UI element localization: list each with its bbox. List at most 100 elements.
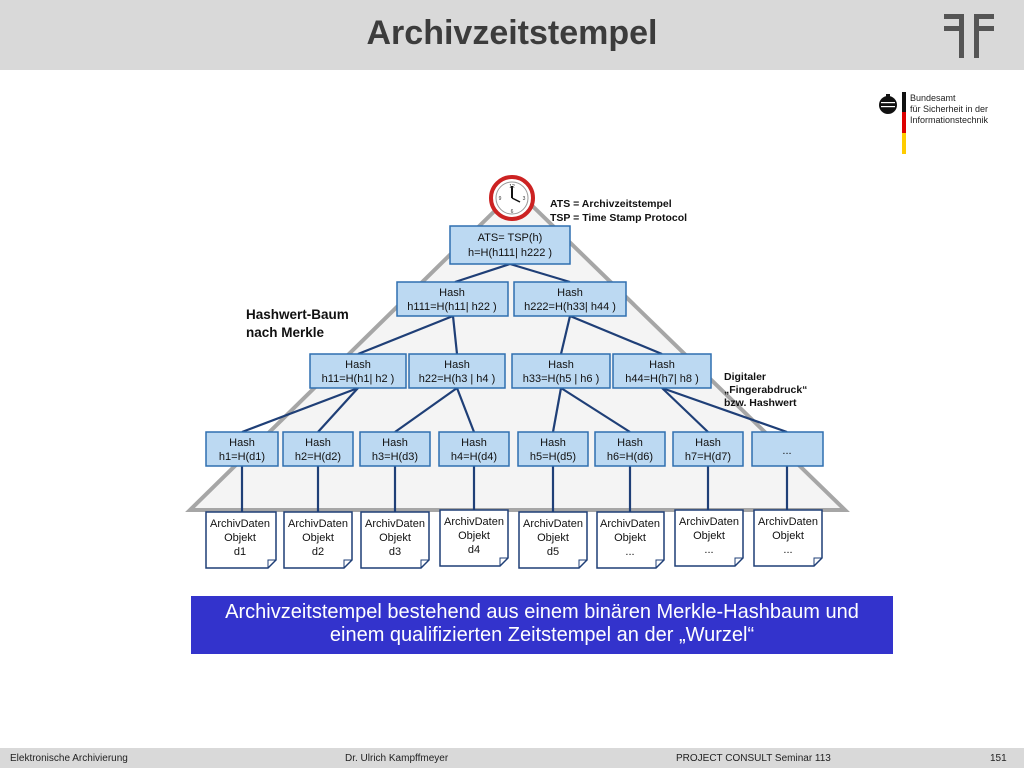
svg-text:d4: d4 (468, 544, 480, 556)
svg-text:Hash: Hash (461, 437, 487, 449)
svg-text:h2=H(d2): h2=H(d2) (295, 451, 341, 463)
svg-text:h22=H(h3 | h4 ): h22=H(h3 | h4 ) (419, 373, 496, 385)
hash-node: Hash h1=H(d1) (205, 431, 279, 467)
footer-left: Elektronische Archivierung (10, 753, 128, 764)
svg-text:ArchivDaten: ArchivDaten (444, 516, 504, 528)
footer-right: PROJECT CONSULT Seminar 113 (676, 753, 831, 764)
tsp-note: TSP = Time Stamp Protocol (550, 212, 687, 224)
svg-text:Objekt: Objekt (614, 532, 646, 544)
fingerprint-note-1: Digitaler (724, 371, 766, 383)
hash-node: Hash h33=H(h5 | h6 ) (511, 353, 611, 389)
svg-text:Hash: Hash (695, 437, 721, 449)
svg-text:d2: d2 (312, 546, 324, 558)
hash-node: Hash h6=H(d6) (594, 431, 666, 467)
bsi-line-2: für Sicherheit in der (910, 104, 989, 114)
hash-node: Hash h22=H(h3 | h4 ) (408, 353, 506, 389)
svg-text:ArchivDaten: ArchivDaten (210, 518, 270, 530)
svg-text:Hash: Hash (382, 437, 408, 449)
svg-text:ArchivDaten: ArchivDaten (758, 516, 818, 528)
document-object: ArchivDaten Objekt d3 (360, 511, 430, 569)
document-object: ArchivDaten Objekt d2 (283, 511, 353, 569)
svg-text:h11=H(h1| h2 ): h11=H(h1| h2 ) (322, 373, 395, 385)
svg-text:Hash: Hash (557, 287, 583, 299)
bsi-line-1: Bundesamt (910, 93, 956, 103)
caption-line-2: einem qualifizierten Zeitstempel an der … (329, 624, 755, 646)
svg-text:...: ... (704, 544, 713, 556)
root-node: ATS= TSP(h) h=H(h111| h222 ) (449, 225, 571, 265)
svg-text:Hash: Hash (649, 359, 675, 371)
svg-text:Hash: Hash (617, 437, 643, 449)
svg-text:Objekt: Objekt (379, 532, 411, 544)
hash-node: ... (751, 431, 824, 467)
svg-text:h4=H(d4): h4=H(d4) (451, 451, 497, 463)
fingerprint-note-3: bzw. Hashwert (724, 397, 797, 409)
svg-text:...: ... (783, 544, 792, 556)
svg-text:d3: d3 (389, 546, 401, 558)
document-object: ArchivDaten Objekt d5 (518, 511, 588, 569)
hash-node: Hash h111=H(h11| h22 ) (396, 281, 509, 317)
document-object: ArchivDaten Objekt ... (753, 509, 823, 567)
svg-text:Objekt: Objekt (302, 532, 334, 544)
merkle-tree-diagram: 12 3 6 9 ATS = Archivzeitstempel TSP = T… (185, 175, 850, 569)
document-object: ArchivDaten Objekt ... (596, 511, 665, 569)
hash-node: Hash h5=H(d5) (517, 431, 589, 467)
root-line-1: ATS= TSP(h) (478, 232, 543, 244)
svg-text:9: 9 (499, 196, 502, 202)
flag-stripe-icon (902, 92, 906, 154)
federal-eagle-icon (879, 94, 897, 114)
tree-edges (240, 262, 789, 512)
svg-text:h44=H(h7| h8 ): h44=H(h7| h8 ) (625, 373, 699, 385)
merkle-label-1: Hashwert-Baum (246, 307, 349, 322)
svg-text:Objekt: Objekt (537, 532, 569, 544)
hash-node: Hash h7=H(d7) (672, 431, 744, 467)
svg-text:h3=H(d3): h3=H(d3) (372, 451, 418, 463)
fingerprint-note-2: „Fingerabdruck“ (724, 384, 807, 396)
svg-text:ArchivDaten: ArchivDaten (600, 518, 660, 530)
svg-text:h111=H(h11| h22 ): h111=H(h11| h22 ) (407, 301, 496, 313)
svg-text:Hash: Hash (229, 437, 255, 449)
document-object: ArchivDaten Objekt d4 (439, 509, 509, 567)
svg-text:h33=H(h5 | h6 ): h33=H(h5 | h6 ) (523, 373, 600, 385)
svg-text:Hash: Hash (439, 287, 465, 299)
hash-node: Hash h4=H(d4) (438, 431, 510, 467)
clock-icon: 12 3 6 9 (489, 175, 535, 221)
svg-text:Objekt: Objekt (458, 530, 490, 542)
svg-text:Hash: Hash (540, 437, 566, 449)
svg-text:ArchivDaten: ArchivDaten (288, 518, 348, 530)
header-bar (0, 0, 1024, 70)
hash-node: Hash h3=H(d3) (359, 431, 431, 467)
svg-text:h7=H(d7): h7=H(d7) (685, 451, 731, 463)
svg-text:h1=H(d1): h1=H(d1) (219, 451, 265, 463)
ats-note: ATS = Archivzeitstempel (550, 198, 672, 210)
hash-node: Hash h222=H(h33| h44 ) (513, 281, 627, 317)
footer-bar: Elektronische Archivierung Dr. Ulrich Ka… (0, 748, 1024, 768)
svg-text:Hash: Hash (548, 359, 574, 371)
svg-text:Objekt: Objekt (772, 530, 804, 542)
merkle-label-2: nach Merkle (246, 325, 325, 340)
svg-text:Objekt: Objekt (224, 532, 256, 544)
hash-node: Hash h11=H(h1| h2 ) (309, 353, 407, 389)
svg-text:12: 12 (509, 184, 515, 190)
page-number: 151 (990, 753, 1007, 764)
bsi-line-3: Informationstechnik (910, 115, 989, 125)
hash-node: Hash h2=H(d2) (282, 431, 354, 467)
footer-center: Dr. Ulrich Kampffmeyer (345, 753, 449, 764)
svg-text:Hash: Hash (305, 437, 331, 449)
caption-line-1: Archivzeitstempel bestehend aus einem bi… (225, 601, 859, 623)
svg-text:Objekt: Objekt (693, 530, 725, 542)
svg-text:ArchivDaten: ArchivDaten (523, 518, 583, 530)
ff-logo-icon (944, 14, 994, 58)
pyramid-shape (185, 187, 850, 512)
root-line-2: h=H(h111| h222 ) (468, 247, 552, 259)
svg-text:d1: d1 (234, 546, 246, 558)
bsi-logo: Bundesamt für Sicherheit in der Informat… (876, 90, 1016, 156)
slide-title: Archivzeitstempel (366, 14, 658, 52)
svg-text:Hash: Hash (345, 359, 371, 371)
svg-text:ArchivDaten: ArchivDaten (365, 518, 425, 530)
svg-text:Hash: Hash (444, 359, 470, 371)
svg-text:3: 3 (523, 196, 526, 202)
caption-banner: Archivzeitstempel bestehend aus einem bi… (191, 596, 893, 654)
svg-text:h5=H(d5): h5=H(d5) (530, 451, 576, 463)
svg-text:6: 6 (511, 209, 514, 215)
hash-node: Hash h44=H(h7| h8 ) (612, 353, 712, 389)
